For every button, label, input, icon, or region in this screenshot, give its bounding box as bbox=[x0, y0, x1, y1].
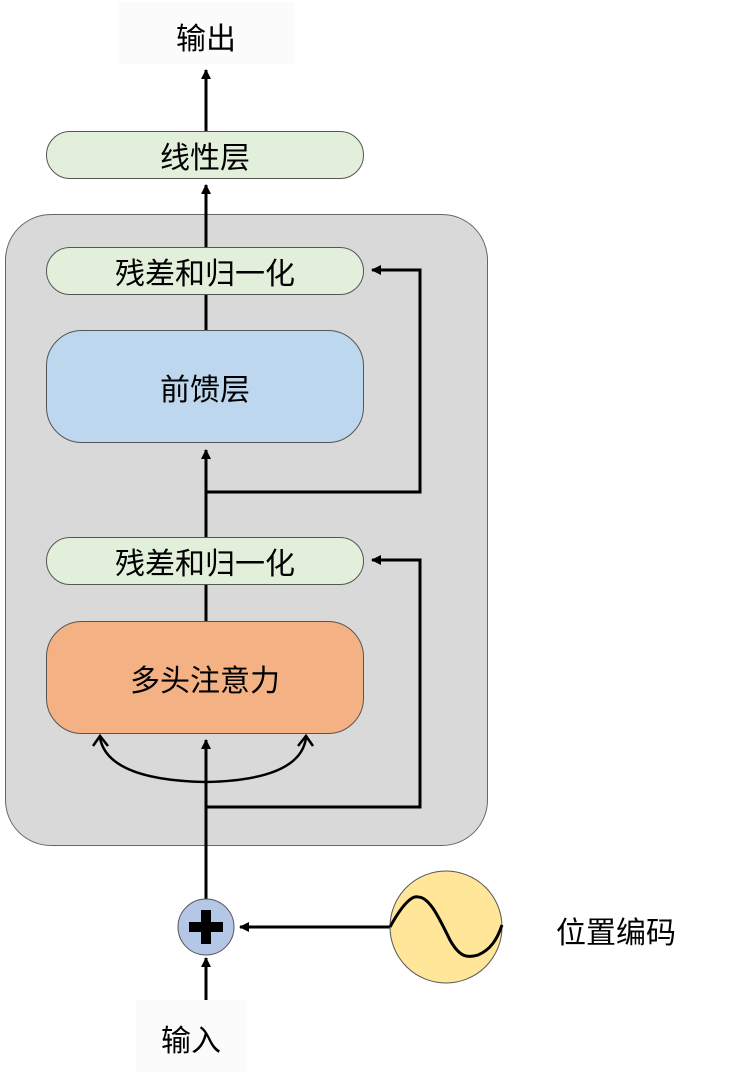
positional-encoding-label: 位置编码 bbox=[556, 916, 676, 951]
input-label: 输入 bbox=[161, 1024, 221, 1059]
add-norm-top-label: 残差和归一化 bbox=[115, 257, 295, 292]
attention-qkv-curve bbox=[98, 737, 308, 784]
encoder-block-panel bbox=[5, 214, 488, 846]
feed-forward-label: 前馈层 bbox=[160, 372, 250, 408]
multi-head-attention: 多头注意力 bbox=[46, 621, 364, 734]
residual-connection-bottom bbox=[206, 555, 422, 809]
add-norm-bottom-label: 残差和归一化 bbox=[115, 547, 295, 582]
sine-wave-icon bbox=[388, 895, 504, 958]
curve-arrowhead-left bbox=[91, 733, 109, 747]
curve-arrowhead-right bbox=[297, 733, 315, 747]
input-box bbox=[136, 1000, 246, 1072]
add-norm-bottom: 残差和归一化 bbox=[46, 537, 364, 585]
adder-node bbox=[177, 898, 235, 956]
linear-layer: 线性层 bbox=[46, 131, 364, 179]
linear-layer-label: 线性层 bbox=[160, 141, 250, 176]
residual-connection-top bbox=[206, 265, 422, 494]
output-box bbox=[118, 2, 294, 64]
positional-encoding-node bbox=[388, 870, 504, 984]
multi-head-attention-label: 多头注意力 bbox=[130, 663, 280, 699]
output-label: 输出 bbox=[176, 22, 236, 57]
feed-forward-layer: 前馈层 bbox=[46, 330, 364, 443]
add-norm-top: 残差和归一化 bbox=[46, 247, 364, 295]
